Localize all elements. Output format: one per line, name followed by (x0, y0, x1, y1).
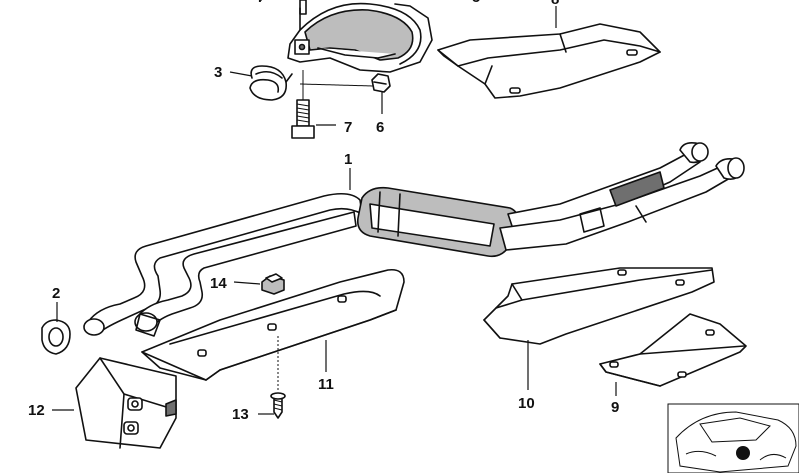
label-part-6: 6 (376, 119, 384, 136)
speed-nut (261, 273, 285, 295)
label-part-12: 12 (28, 402, 45, 419)
leader-lines (52, 0, 617, 415)
part-labels: 1 2 3 4 5 6 7 8 9 10 11 12 13 14 (28, 0, 619, 423)
location-dot (736, 446, 750, 460)
label-part-10: 10 (518, 395, 535, 412)
label-part-1: 1 (344, 151, 352, 168)
label-part-14: 14 (210, 275, 227, 292)
nut (299, 73, 391, 93)
spring-clip (249, 65, 293, 101)
heat-shield-front (141, 268, 405, 381)
heat-shield-small (599, 313, 747, 387)
label-part-3: 3 (214, 64, 222, 81)
label-part-4: 4 (254, 0, 263, 6)
heat-shield-rear (483, 267, 715, 345)
clamp-assembly (287, 0, 433, 73)
bolt (291, 70, 315, 139)
label-part-2: 2 (52, 285, 60, 302)
vehicle-location-inset (667, 403, 799, 473)
label-part-11: 11 (318, 376, 334, 393)
label-part-9: 9 (611, 399, 619, 416)
label-part-13: 13 (232, 406, 249, 423)
rear-muffler-assembly (83, 142, 745, 337)
label-part-8: 8 (551, 0, 559, 8)
label-part-5: 5 (472, 0, 480, 6)
heat-shield-bracket (75, 357, 177, 449)
label-part-7: 7 (344, 119, 352, 136)
heat-shield-upper (437, 23, 661, 99)
gasket-ring (41, 319, 71, 355)
screw (270, 336, 286, 419)
